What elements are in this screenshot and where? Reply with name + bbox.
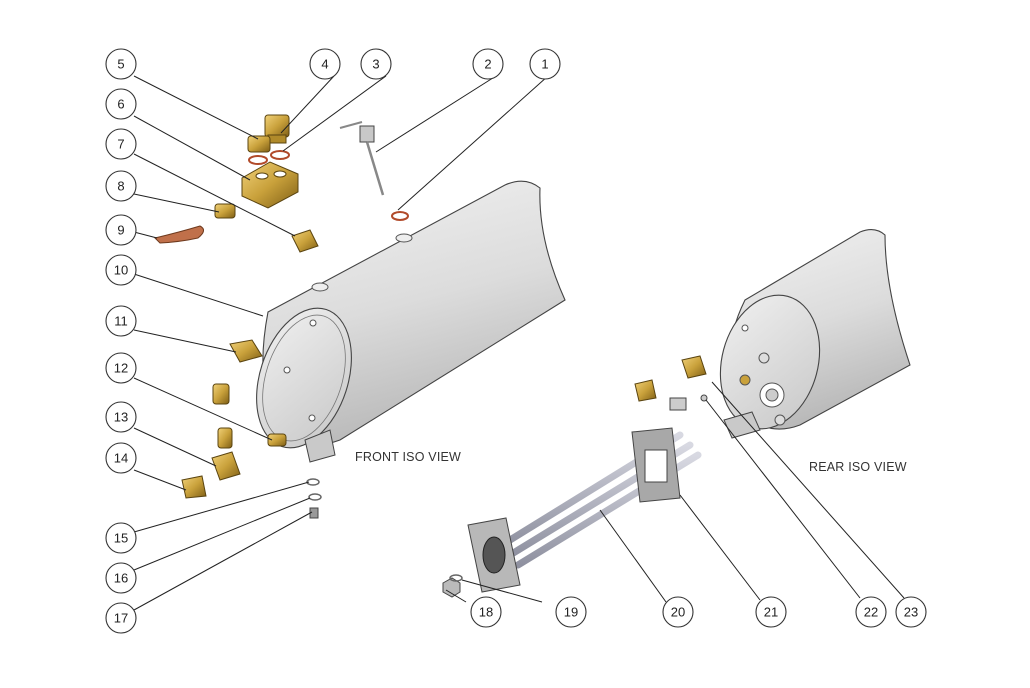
front-tank: [256, 180, 566, 463]
balloon-6-label: 6: [117, 97, 124, 112]
part-elbow-7: [291, 229, 319, 253]
part-nipple-8: [214, 203, 236, 219]
rear-view-label: REAR ISO VIEW: [809, 460, 907, 474]
balloon-2: 2: [472, 48, 504, 80]
balloon-12: 12: [105, 352, 137, 384]
balloon-3: 3: [360, 48, 392, 80]
balloon-4: 4: [309, 48, 341, 80]
balloon-10: 10: [105, 254, 137, 286]
balloon-9: 9: [105, 214, 137, 246]
balloon-15-label: 15: [114, 531, 128, 546]
balloon-7-label: 7: [117, 137, 124, 152]
part-fitting-12: [212, 383, 287, 447]
balloon-15: 15: [105, 522, 137, 554]
balloon-1: 1: [529, 48, 561, 80]
rear-tank: [719, 229, 911, 439]
front-view-label: FRONT ISO VIEW: [355, 450, 461, 464]
balloon-5: 5: [105, 48, 137, 80]
part-rear-fittings: [634, 355, 708, 411]
balloon-20-label: 20: [671, 605, 685, 620]
balloon-20: 20: [662, 596, 694, 628]
balloon-22: 22: [855, 596, 887, 628]
balloon-11: 11: [105, 305, 137, 337]
part-fitting-13: [211, 427, 241, 481]
balloon-23: 23: [895, 596, 927, 628]
balloon-8-label: 8: [117, 179, 124, 194]
balloon-14-label: 14: [114, 451, 128, 466]
balloon-8: 8: [105, 170, 137, 202]
part-manifold-block: [241, 161, 299, 209]
balloon-3-label: 3: [372, 57, 379, 72]
balloon-19: 19: [555, 596, 587, 628]
part-elbow-11: [229, 339, 263, 363]
balloon-19-label: 19: [564, 605, 578, 620]
part-elbow-14: [181, 475, 207, 499]
balloon-18: 18: [470, 596, 502, 628]
heating-element: [467, 427, 702, 593]
balloon-4-label: 4: [321, 57, 328, 72]
balloon-16-label: 16: [114, 571, 128, 586]
balloon-7: 7: [105, 128, 137, 160]
balloon-18-label: 18: [479, 605, 493, 620]
balloon-2-label: 2: [484, 57, 491, 72]
balloon-13: 13: [105, 401, 137, 433]
balloon-21: 21: [755, 596, 787, 628]
balloon-17: 17: [105, 602, 137, 634]
balloon-5-label: 5: [117, 57, 124, 72]
balloon-10-label: 10: [114, 263, 128, 278]
part-fitting-5: [247, 135, 271, 153]
balloon-9-label: 9: [117, 223, 124, 238]
balloon-21-label: 21: [764, 605, 778, 620]
part-nut-washer: [442, 574, 463, 598]
part-pin-9: [154, 225, 204, 244]
balloon-14: 14: [105, 442, 137, 474]
balloon-22-label: 22: [864, 605, 878, 620]
balloon-16: 16: [105, 562, 137, 594]
leader-lines: [133, 75, 905, 611]
balloon-11-label: 11: [114, 314, 128, 329]
balloon-6: 6: [105, 88, 137, 120]
balloon-17-label: 17: [114, 611, 128, 626]
part-gaskets: [248, 150, 290, 165]
part-thermostat-probe: [339, 121, 409, 221]
balloon-12-label: 12: [114, 361, 128, 376]
balloon-23-label: 23: [904, 605, 918, 620]
balloon-1-label: 1: [541, 57, 548, 72]
balloon-13-label: 13: [114, 410, 128, 425]
